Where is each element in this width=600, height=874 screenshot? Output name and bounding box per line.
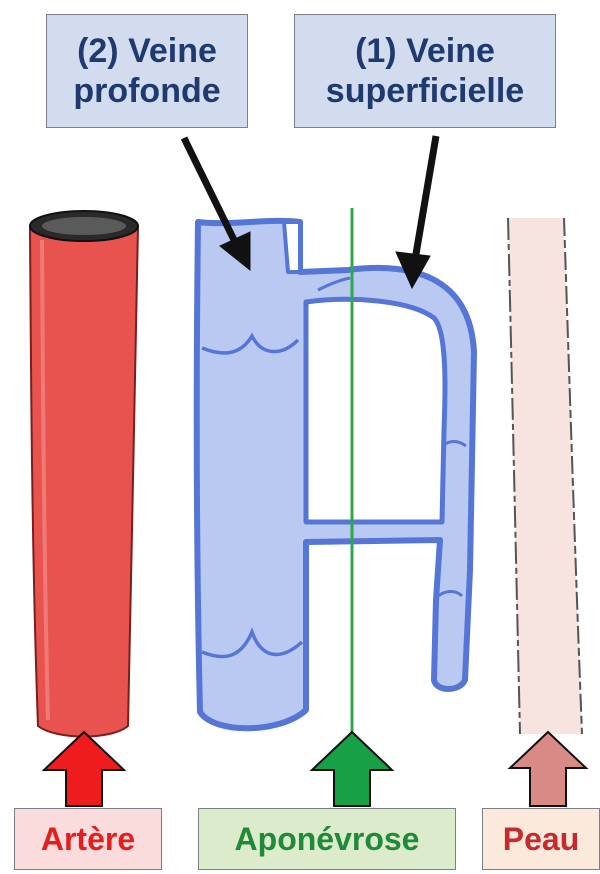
- artery-opening-inner: [42, 217, 126, 235]
- skin-up-arrow: [510, 732, 586, 806]
- vein-loop-gap: [306, 299, 445, 522]
- skin-label: Peau: [482, 808, 600, 870]
- skin: [508, 218, 582, 734]
- superficial-vein-arrow-shaft: [416, 136, 436, 254]
- deep-vein-label: (2) Veine profonde: [46, 14, 248, 128]
- artery: [30, 211, 138, 737]
- superficial-vein-label-text: (1) Veine superficielle: [326, 31, 524, 111]
- fascia-label: Aponévrose: [198, 808, 456, 870]
- artery-up-arrow: [44, 732, 124, 806]
- deep-vein-label-text: (2) Veine profonde: [73, 31, 220, 111]
- artery-label: Artère: [14, 808, 162, 870]
- superficial-vein-label: (1) Veine superficielle: [294, 14, 556, 128]
- artery-label-text: Artère: [41, 821, 135, 858]
- deep-vein-notch: [284, 222, 300, 272]
- skin-label-text: Peau: [503, 821, 579, 858]
- fascia-up-arrow: [312, 732, 392, 806]
- fascia-label-text: Aponévrose: [235, 821, 420, 858]
